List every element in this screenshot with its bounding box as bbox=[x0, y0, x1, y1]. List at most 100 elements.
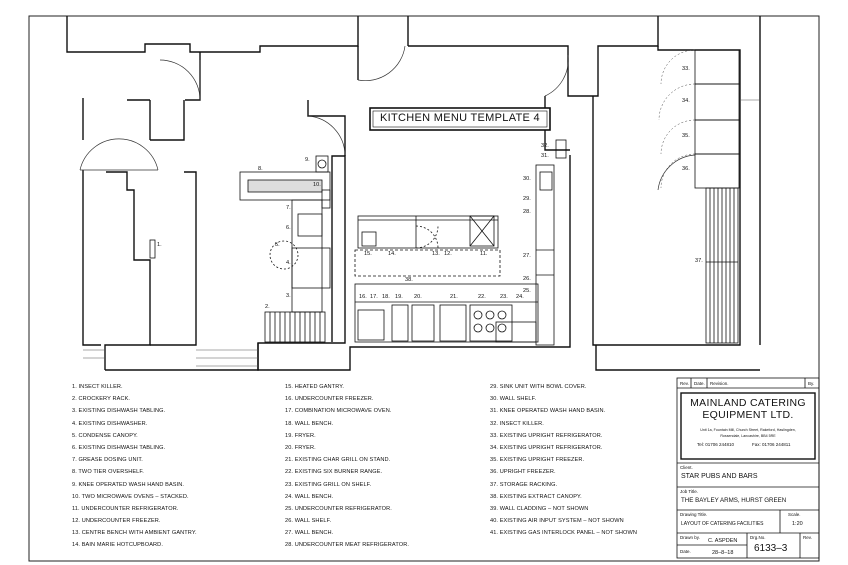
rev-header-revision: Revision. bbox=[710, 381, 729, 386]
plan-label: 15. bbox=[364, 251, 372, 257]
plan-label: 1. bbox=[157, 242, 162, 248]
legend-item: 13. CENTRE BENCH WITH AMBIENT GANTRY. bbox=[72, 530, 197, 537]
legend-item: 41. EXISTING GAS INTERLOCK PANEL – NOT S… bbox=[490, 530, 637, 537]
plan-label: 33. bbox=[682, 66, 690, 72]
legend-item: 20. FRYER. bbox=[285, 444, 316, 451]
legend-column-1: 1. INSECT KILLER. 2. CROCKERY RACK. 3. E… bbox=[72, 381, 197, 552]
title-banner-frame bbox=[369, 107, 551, 131]
plan-label: 11. bbox=[480, 251, 488, 257]
client-label: Client. bbox=[680, 465, 693, 470]
plan-label: 34. bbox=[682, 98, 690, 104]
plan-label: 27. bbox=[523, 253, 531, 259]
plan-label: 21. bbox=[450, 294, 458, 300]
kitchen-equipment bbox=[149, 49, 740, 346]
sheet-border bbox=[28, 15, 820, 562]
drawn-by-label: Drawn by. bbox=[680, 535, 700, 540]
plan-label: 24. bbox=[516, 294, 524, 300]
external-wall-lines bbox=[83, 99, 760, 367]
plan-label: 25. bbox=[523, 288, 531, 294]
legend-item: 19. FRYER. bbox=[285, 432, 316, 439]
plan-label: 8. bbox=[258, 166, 263, 172]
legend-item: 30. WALL SHELF. bbox=[490, 396, 537, 403]
plan-label: 6. bbox=[286, 225, 291, 231]
date-label: Date. bbox=[680, 549, 691, 554]
drawing-number-value: 6133–3 bbox=[754, 543, 788, 554]
legend-item: 16. UNDERCOUNTER FREEZER. bbox=[285, 396, 374, 403]
drawn-by-value: C. ASPDEN bbox=[708, 538, 738, 544]
company-phone: Tel: 01706 244810 bbox=[697, 442, 735, 447]
legend-item: 36. UPRIGHT FREEZER. bbox=[490, 469, 556, 476]
legend-column-2: 15. HEATED GANTRY. 16. UNDERCOUNTER FREE… bbox=[285, 381, 409, 552]
legend-item: 37. STORAGE RACKING. bbox=[490, 481, 558, 488]
plan-label: 29. bbox=[523, 196, 531, 202]
legend-item: 7. GREASE DOSING UNIT. bbox=[72, 457, 143, 464]
plan-label: 14. bbox=[388, 251, 396, 257]
legend-column-3: 29. SINK UNIT WITH BOWL COVER. 30. WALL … bbox=[490, 381, 637, 539]
legend-item: 34. EXISTING UPRIGHT REFRIGERATOR. bbox=[490, 444, 603, 451]
plan-label: 12. bbox=[444, 251, 452, 257]
plan-label: 18. bbox=[382, 294, 390, 300]
plan-label: 38. bbox=[405, 277, 413, 283]
legend-item: 2. CROCKERY RACK. bbox=[72, 396, 131, 403]
plan-label: 19. bbox=[395, 294, 403, 300]
rev-header-by: By. bbox=[808, 381, 815, 386]
plan-label: 22. bbox=[478, 294, 486, 300]
legend-item: 8. TWO TIER OVERSHELF. bbox=[72, 469, 144, 476]
legend-item: 38. EXISTING EXTRACT CANOPY. bbox=[490, 493, 582, 500]
company-name-line2: EQUIPMENT LTD. bbox=[702, 409, 794, 421]
job-title-label: Job Title. bbox=[680, 489, 699, 494]
plan-label: 5. bbox=[275, 242, 280, 248]
legend-item: 32. INSECT KILLER. bbox=[490, 420, 544, 427]
plan-label: 32. bbox=[541, 143, 549, 149]
drawing-title-label: Drawing Title. bbox=[680, 512, 708, 517]
legend-item: 24. WALL BENCH. bbox=[285, 493, 334, 500]
plan-label: 4. bbox=[286, 260, 291, 266]
company-name-line1: MAINLAND CATERING bbox=[690, 397, 806, 409]
company-address-line2: Rossendale, Lancashire, BB4 5RE bbox=[720, 434, 776, 438]
legend-item: 18. WALL BENCH. bbox=[285, 420, 334, 427]
plan-label: 23. bbox=[500, 294, 508, 300]
plan-label: 35. bbox=[682, 133, 690, 139]
fridge-door-arcs bbox=[658, 49, 696, 189]
legend-item: 3. EXISTING DISHWASH TABLING. bbox=[72, 408, 166, 415]
drawing-title-banner: KITCHEN MENU TEMPLATE 4 bbox=[380, 112, 540, 124]
legend-item: 17. COMBINATION MICROWAVE OVEN. bbox=[285, 408, 392, 415]
legend-item: 22. EXISTING SIX BURNER RANGE. bbox=[285, 469, 383, 476]
plan-label: 28. bbox=[523, 209, 531, 215]
legend-item: 28. UNDERCOUNTER MEAT REFRIGERATOR. bbox=[285, 542, 409, 549]
date-value: 28–8–18 bbox=[712, 550, 734, 556]
company-address-line1: Unit 1a, Fountain Mill, Church Street, R… bbox=[700, 428, 796, 432]
plan-label: 31. bbox=[541, 153, 549, 159]
plan-label: 7. bbox=[286, 205, 291, 211]
legend-item: 9. KNEE OPERATED WASH HAND BASIN. bbox=[72, 481, 185, 488]
legend-item: 21. EXISTING CHAR GRILL ON STAND. bbox=[285, 457, 391, 464]
legend-item: 12. UNDERCOUNTER FREEZER. bbox=[72, 518, 161, 525]
legend-item: 5. CONDENSE CANOPY. bbox=[72, 432, 138, 439]
legend-item: 31. KNEE OPERATED WASH HAND BASIN. bbox=[490, 408, 606, 415]
job-title-value: THE BAYLEY ARMS, HURST GREEN bbox=[681, 497, 787, 504]
plan-label: 13. bbox=[432, 251, 440, 257]
legend-item: 25. UNDERCOUNTER REFRIGERATOR. bbox=[285, 505, 392, 512]
scale-label: Scale. bbox=[788, 512, 801, 517]
legend-item: 26. WALL SHELF. bbox=[285, 518, 332, 525]
legend-item: 6. EXISTING DISHWASH TABLING. bbox=[72, 444, 166, 451]
title-block-frame bbox=[676, 377, 820, 559]
legend-item: 40. EXISTING AIR INPUT SYSTEM – NOT SHOW… bbox=[490, 518, 624, 525]
legend-item: 15. HEATED GANTRY. bbox=[285, 384, 344, 390]
plan-label: 20. bbox=[414, 294, 422, 300]
drawing-number-label: Drg.No. bbox=[750, 535, 766, 540]
plan-label: 26. bbox=[523, 276, 531, 282]
plan-label: 2. bbox=[265, 304, 270, 310]
plan-label: 36. bbox=[682, 166, 690, 172]
legend-item: 11. UNDERCOUNTER REFRIGERATOR. bbox=[72, 505, 179, 512]
legend-item: 4. EXISTING DISHWASHER. bbox=[72, 420, 148, 427]
legend-item: 23. EXISTING GRILL ON SHELF. bbox=[285, 481, 372, 488]
rev-header-rev: Rev. bbox=[680, 381, 689, 386]
legend-item: 39. WALL CLADDING – NOT SHOWN bbox=[490, 505, 589, 512]
legend-item: 35. EXISTING UPRIGHT FREEZER. bbox=[490, 457, 585, 464]
plan-label: 10. bbox=[313, 182, 321, 188]
door-swings bbox=[79, 45, 696, 191]
client-value: STAR PUBS AND BARS bbox=[681, 473, 758, 480]
legend-item: 33. EXISTING UPRIGHT REFRIGERATOR. bbox=[490, 432, 603, 439]
